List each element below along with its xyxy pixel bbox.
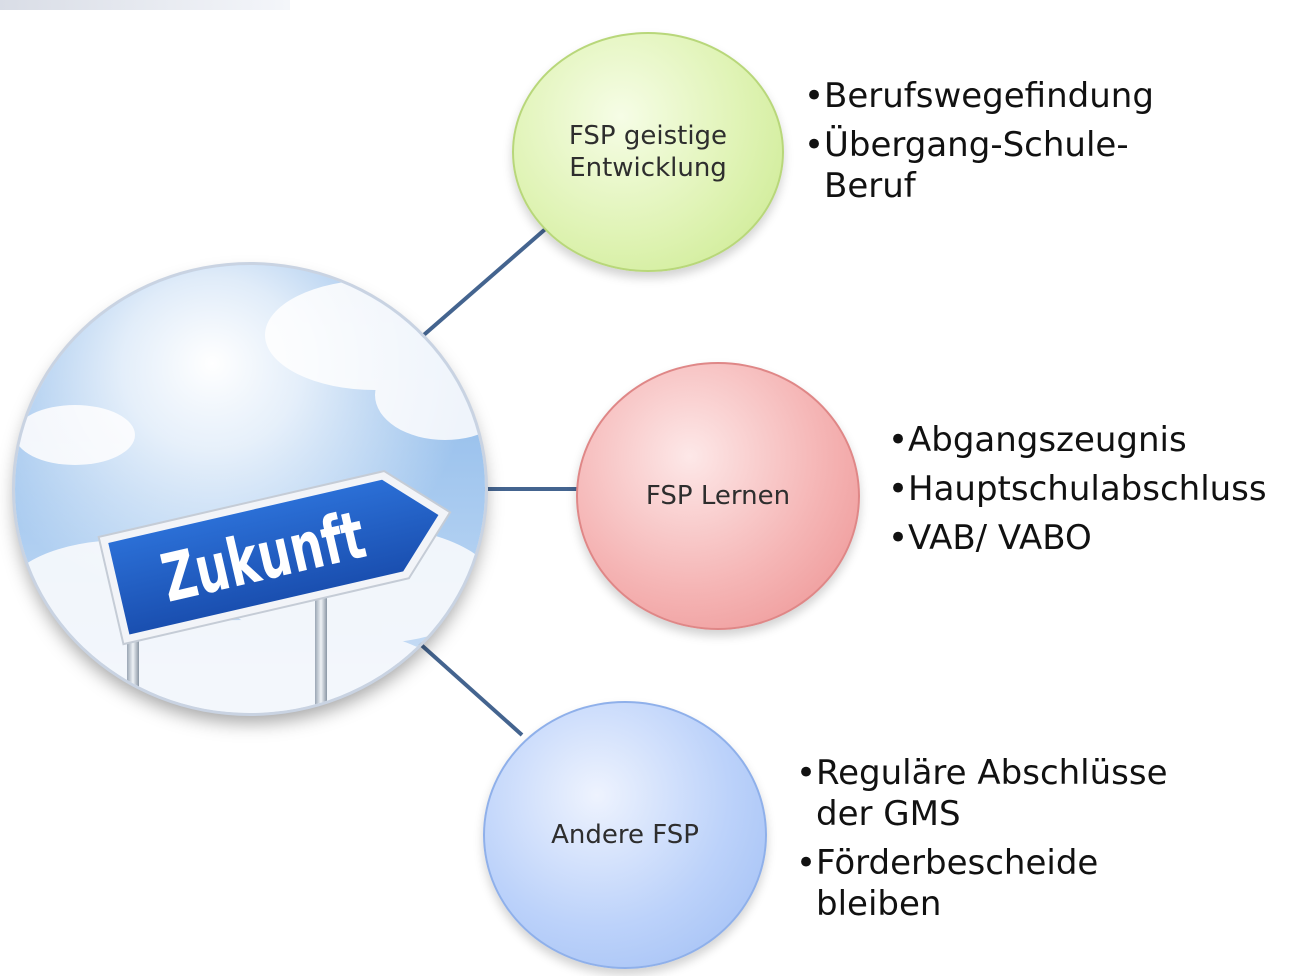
list-item: Hauptschulabschluss	[888, 469, 1293, 510]
bullet-list-lernen: Abgangszeugnis Hauptschulabschluss VAB/ …	[888, 420, 1293, 567]
bullet-list-andere: Reguläre Abschlüsse der GMS Förderbesche…	[796, 753, 1226, 933]
center-image: Zukunft	[15, 265, 485, 713]
connector-1	[416, 223, 552, 342]
branch-label: FSP Lernen	[645, 480, 791, 511]
list-item: Förderbescheide bleiben	[796, 843, 1146, 925]
connector-3	[416, 640, 524, 737]
list-item: Berufswegefindung	[804, 76, 1224, 117]
branch-node-geistige-entwicklung: FSP geistige Entwicklung	[512, 32, 784, 272]
branch-label: FSP geistige Entwicklung	[568, 120, 728, 184]
list-item: Übergang-Schule-Beruf	[804, 125, 1154, 207]
branch-label: Andere FSP	[551, 819, 699, 850]
branch-node-andere: Andere FSP	[483, 701, 767, 969]
list-item: Reguläre Abschlüsse der GMS	[796, 753, 1196, 835]
list-item: Abgangszeugnis	[888, 420, 1293, 461]
bullet-list-geistige-entwicklung: Berufswegefindung Übergang-Schule-Beruf	[804, 76, 1224, 215]
list-item: VAB/ VABO	[888, 518, 1293, 559]
top-bar	[0, 0, 290, 10]
branch-node-lernen: FSP Lernen	[576, 362, 860, 630]
